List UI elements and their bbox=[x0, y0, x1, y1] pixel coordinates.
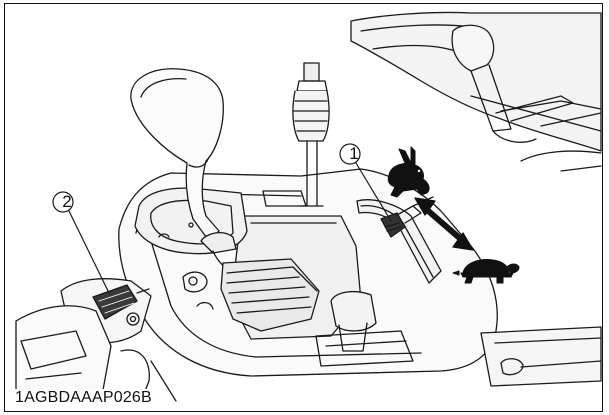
vertical-lever bbox=[292, 62, 330, 207]
speed-range-lever bbox=[356, 196, 442, 284]
callout-1-label: 1 bbox=[349, 144, 359, 163]
main-shift-lever bbox=[130, 68, 320, 332]
figure-code: 1AGBDAAAP026B bbox=[12, 389, 155, 407]
rabbit-icon bbox=[387, 146, 430, 198]
turtle-icon bbox=[452, 259, 520, 284]
lower-right-controls bbox=[315, 290, 602, 387]
tractor-console-drawing bbox=[15, 11, 602, 402]
right-upper-lever bbox=[451, 24, 574, 143]
callout-2-label: 2 bbox=[62, 192, 72, 211]
figure-frame: 1 2 1AGBDAAAP026B bbox=[4, 3, 603, 412]
callout-leaders bbox=[52, 143, 392, 294]
left-lower-panel bbox=[15, 305, 177, 402]
double-headed-arrow-icon bbox=[414, 197, 474, 251]
cab-background bbox=[350, 11, 602, 172]
